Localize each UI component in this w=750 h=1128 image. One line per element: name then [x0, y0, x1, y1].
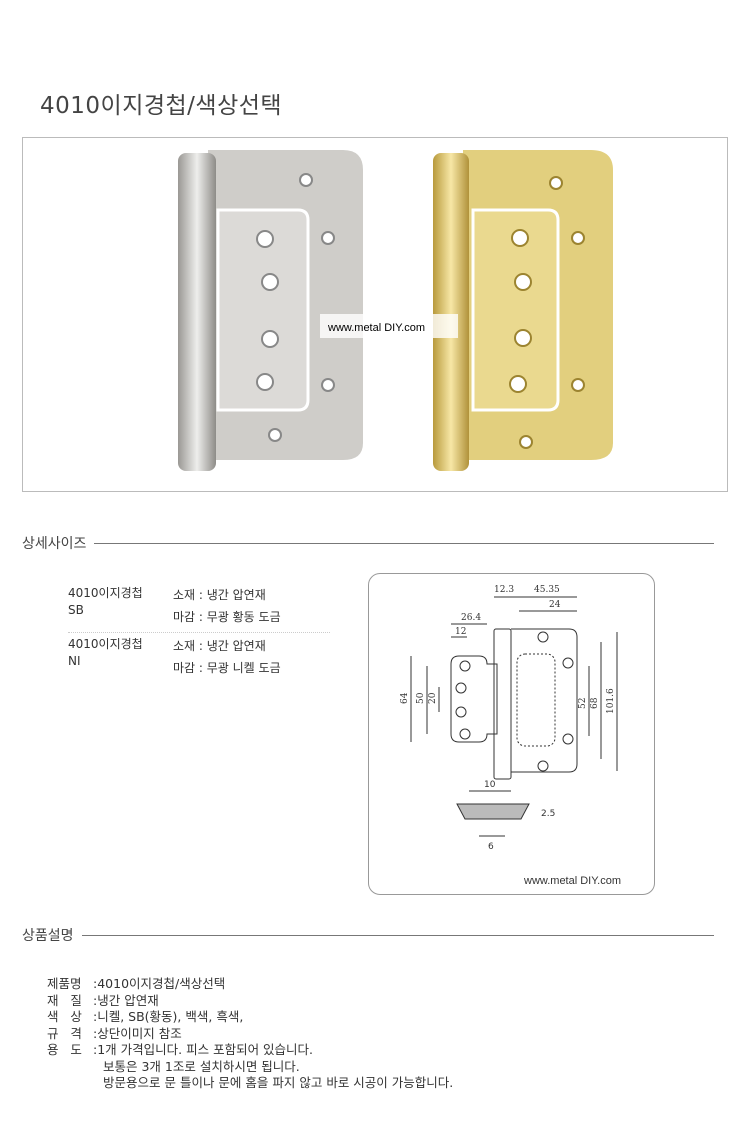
dim-label: 10 [484, 780, 496, 790]
spec-finish: 마감 : 무광 니켈 도금 [173, 661, 281, 675]
spec-name: 4010이지경첩 SB [68, 586, 143, 617]
dim-label: 52 [578, 698, 588, 709]
desc-key: 재 질 [47, 992, 82, 1008]
desc-row: 제품명: 4010이지경첩/색상선택 [47, 976, 226, 991]
section-header-size: 상세사이즈 [22, 533, 714, 553]
watermark: www.metal DIY.com [327, 322, 425, 334]
desc-row: 규 격: 상단이미지 참조 [47, 1025, 182, 1041]
desc-value: 상단이미지 참조 [97, 1025, 182, 1041]
nickel-hinge [178, 150, 363, 471]
dim-label: 26.4 [461, 613, 481, 623]
dim-label: 2.5 [541, 809, 555, 819]
dim-label: 20 [428, 692, 438, 704]
desc-key: 용 도 [47, 1042, 82, 1057]
dim-label: 12 [455, 627, 466, 637]
watermark: www.metal DIY.com [523, 875, 621, 887]
desc-value: 보통은 3개 1조로 설치하시면 됩니다. [103, 1058, 300, 1074]
brass-hinge [433, 150, 613, 471]
dim-label: 50 [416, 692, 426, 704]
desc-row: 방문용으로 문 틀이나 문에 홈을 파지 않고 바로 시공이 가능합니다. [47, 1075, 453, 1092]
spec-material: 소재 : 냉간 압연재 [173, 588, 266, 602]
desc-value: 니켈, SB(황동), 백색, 흑색, [97, 1009, 244, 1024]
desc-value: 방문용으로 문 틀이나 문에 홈을 파지 않고 바로 시공이 가능합니다. [103, 1075, 454, 1090]
desc-key: 제품명 [47, 976, 82, 991]
spec-finish: 마감 : 무광 황동 도금 [173, 610, 281, 624]
dim-label: 12.3 [494, 585, 514, 595]
divider [94, 542, 714, 544]
dimension-drawing: 12.3 45.35 24 26.4 12 64 50 20 52 68 101… [368, 573, 655, 895]
section-title: 상세사이즈 [22, 536, 87, 552]
dim-label: 101.6 [606, 688, 616, 714]
section-header-desc: 상품설명 [22, 925, 714, 945]
desc-key: 색 상 [47, 1009, 82, 1024]
divider [81, 934, 714, 936]
desc-value: 냉간 압연재 [97, 992, 159, 1008]
dim-label: 64 [400, 692, 410, 704]
dim-label: 24 [549, 600, 561, 610]
dim-label: 6 [488, 842, 494, 852]
section-title: 상품설명 [22, 928, 74, 944]
dim-label: 45.35 [534, 585, 560, 595]
product-description: 제품명: 4010이지경첩/색상선택 재 질: 냉간 압연재 색 상: 니켈, … [47, 976, 453, 1092]
desc-row: 보통은 3개 1조로 설치하시면 됩니다. [47, 1059, 453, 1076]
product-photo: www.metal DIY.com [22, 137, 728, 492]
dim-label: 68 [590, 697, 600, 709]
desc-row: 색 상: 니켈, SB(황동), 백색, 흑색, [47, 1009, 244, 1024]
page-title: 4010이지경첩/색상선택 [40, 93, 283, 119]
spec-material: 소재 : 냉간 압연재 [173, 639, 266, 653]
hinge-images: www.metal DIY.com [178, 150, 613, 471]
desc-row: 재 질: 냉간 압연재 [47, 992, 159, 1008]
spec-name: 4010이지경첩 NI [68, 637, 143, 668]
desc-value: 1개 가격입니다. 피스 포함되어 있습니다. [97, 1042, 314, 1057]
desc-value: 4010이지경첩/색상선택 [97, 976, 226, 991]
desc-key: 규 격 [47, 1025, 82, 1041]
desc-row: 용 도: 1개 가격입니다. 피스 포함되어 있습니다. [47, 1042, 314, 1057]
